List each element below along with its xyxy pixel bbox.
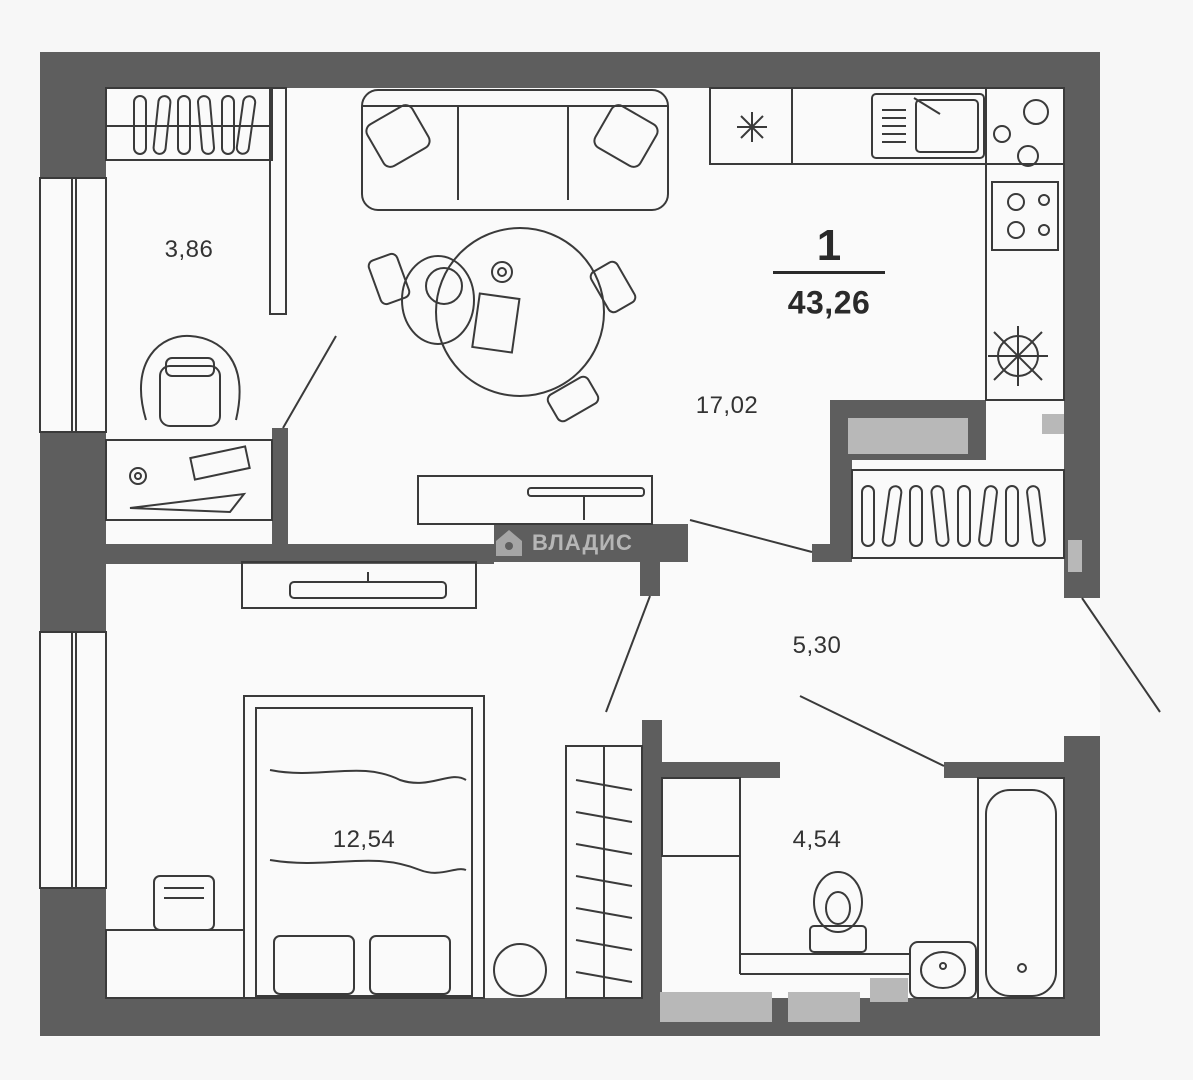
wardrobe-furniture xyxy=(105,87,287,521)
door-swings xyxy=(282,335,1161,767)
bedroom-furniture xyxy=(105,561,643,999)
living-furniture xyxy=(361,87,1065,525)
watermark: ВЛАДИС xyxy=(494,528,633,558)
living-kitchen-area-label: 17,02 xyxy=(695,392,759,419)
total-area: 43,26 xyxy=(787,284,871,321)
hallway-furniture xyxy=(851,469,1065,559)
fraction-divider xyxy=(773,271,885,274)
rooms-count: 1 xyxy=(816,221,842,270)
hallway-area-label: 5,30 xyxy=(792,632,842,659)
wardrobe-area-label: 3,86 xyxy=(164,236,214,263)
watermark-text: ВЛАДИС xyxy=(532,530,633,555)
bathroom-area-label: 4,54 xyxy=(792,826,842,853)
bedroom-area-label: 12,54 xyxy=(332,826,396,853)
wall-fixtures xyxy=(660,414,1082,1022)
watermark-logo-icon xyxy=(496,530,522,556)
bathroom-furniture xyxy=(661,777,1065,999)
windows xyxy=(39,177,107,889)
